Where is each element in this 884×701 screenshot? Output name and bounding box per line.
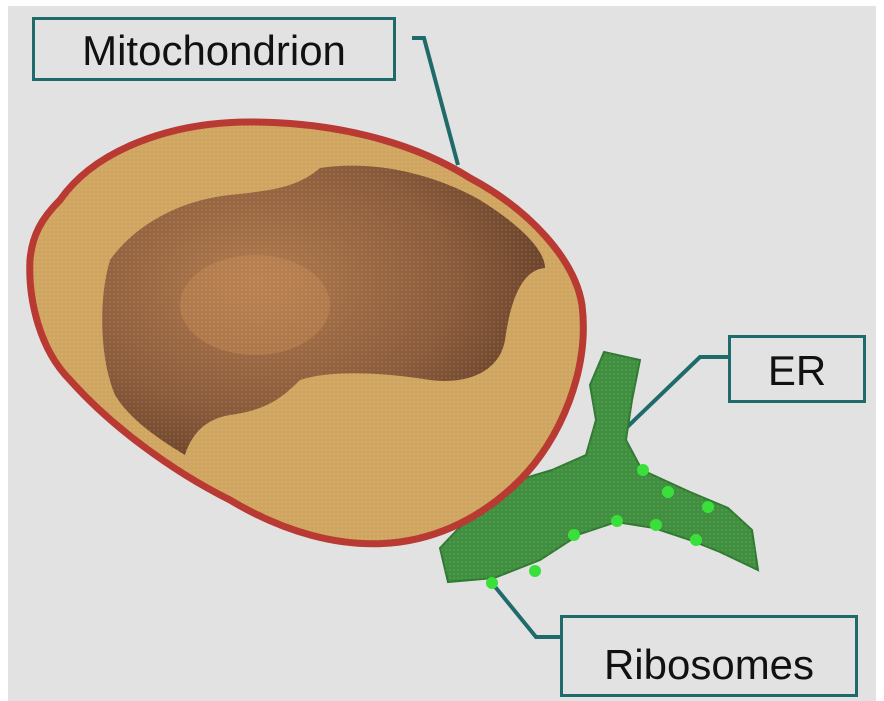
ribosome-dot xyxy=(568,529,580,541)
er-label: ER xyxy=(728,335,866,403)
ribosome-dot xyxy=(486,577,498,589)
ribosome-dot xyxy=(702,501,714,513)
ribosomes-label-text: Ribosomes xyxy=(604,644,814,686)
ribosome-dot xyxy=(650,519,662,531)
ribosome-dot xyxy=(611,515,623,527)
ribosomes-label: Ribosomes xyxy=(560,615,858,697)
ribosome-dot xyxy=(690,534,702,546)
mitochondrion-label-text: Mitochondrion xyxy=(82,30,346,72)
mitochondrion xyxy=(30,122,584,544)
ribosome-dot xyxy=(662,486,674,498)
mitochondrion-callout-line xyxy=(412,38,458,165)
ribosomes-callout-line xyxy=(492,583,560,637)
ribosome-dot xyxy=(529,565,541,577)
er-label-text: ER xyxy=(768,350,826,392)
mitochondrion-label: Mitochondrion xyxy=(32,17,396,81)
ribosome-dot xyxy=(637,464,649,476)
